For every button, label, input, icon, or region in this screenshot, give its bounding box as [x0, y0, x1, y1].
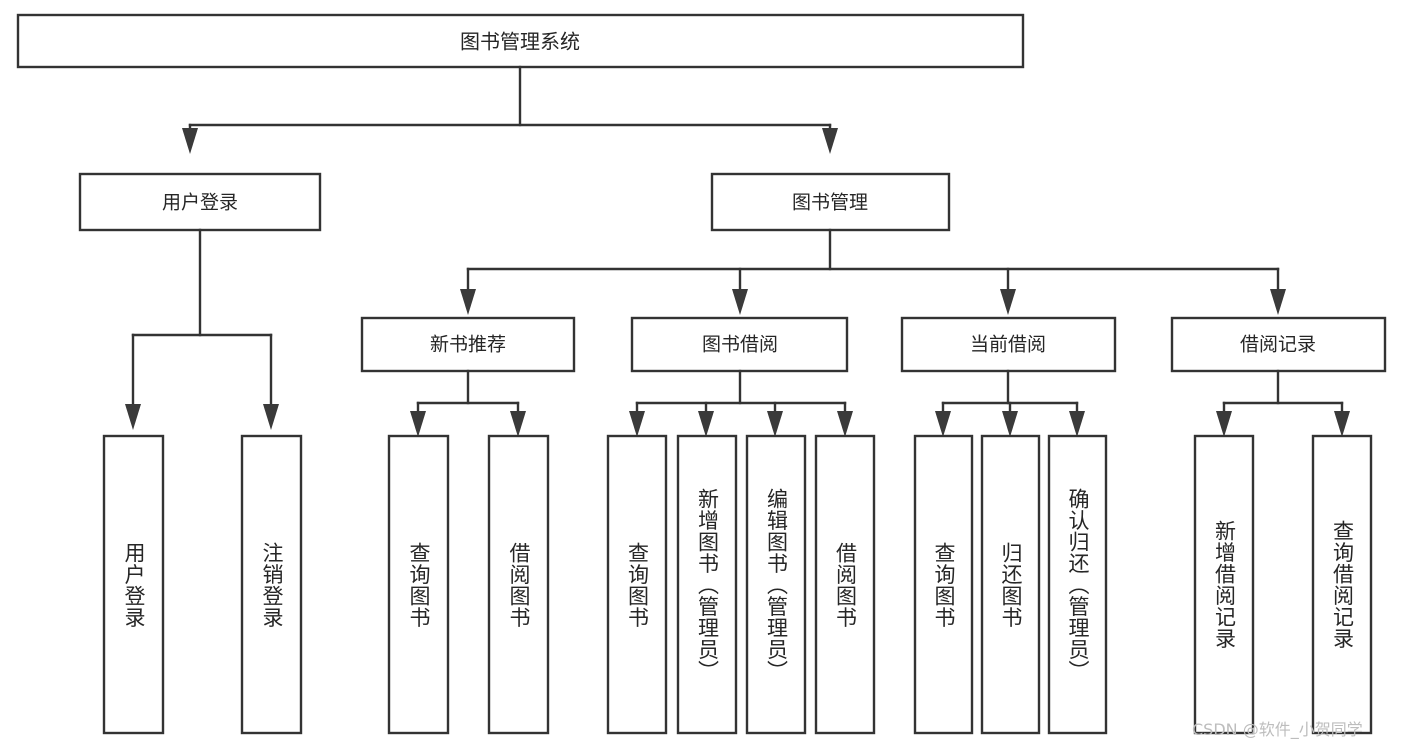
arrow-to-leaf-logout [263, 404, 279, 430]
arrow-to-borrow-record [1270, 289, 1286, 315]
node-leaf-query-book-1[interactable] [387, 434, 450, 735]
node-leaf-confirm-return[interactable] [1047, 434, 1108, 735]
arrow-to-leaf-query-book-2 [629, 411, 645, 437]
arrow-to-leaf-edit-book [767, 411, 783, 437]
arrow-to-leaf-borrow-book-1 [510, 411, 526, 437]
arrow-to-user-login [182, 128, 198, 154]
arrow-to-new-book-recommend [460, 289, 476, 315]
node-leaf-query-book-3[interactable] [913, 434, 974, 735]
node-borrow-record-label: 借阅记录 [1240, 334, 1316, 356]
node-new-book-recommend[interactable] [360, 316, 576, 373]
node-leaf-logout[interactable] [240, 434, 303, 735]
node-borrow-record[interactable] [1170, 316, 1387, 373]
arrow-to-leaf-query-book-3 [935, 411, 951, 437]
arrow-to-leaf-add-book [698, 411, 714, 437]
node-leaf-borrow-book-1[interactable] [487, 434, 550, 735]
node-leaf-borrow-book-2[interactable] [814, 434, 876, 735]
node-leaf-return-book[interactable] [980, 434, 1041, 735]
arrow-to-current-borrow [1000, 289, 1016, 315]
arrow-to-leaf-confirm-return [1069, 411, 1085, 437]
arrow-to-book-manage [822, 128, 838, 154]
arrow-to-leaf-return-book [1002, 411, 1018, 437]
node-book-borrow[interactable] [630, 316, 849, 373]
node-leaf-edit-book[interactable] [745, 434, 807, 735]
node-root[interactable] [16, 13, 1025, 69]
node-current-borrow-label: 当前借阅 [970, 334, 1046, 356]
node-current-borrow[interactable] [900, 316, 1117, 373]
node-leaf-query-record[interactable] [1311, 434, 1373, 735]
node-root-label: 图书管理系统 [460, 30, 580, 54]
node-user-login-label: 用户登录 [162, 192, 238, 214]
node-leaf-query-book-2[interactable] [606, 434, 668, 735]
arrow-to-leaf-query-record [1334, 411, 1350, 437]
node-leaf-user-login[interactable] [102, 434, 165, 735]
arrow-to-book-borrow [732, 289, 748, 315]
node-leaf-add-record[interactable] [1193, 434, 1255, 735]
arrow-to-leaf-add-record [1216, 411, 1232, 437]
node-book-manage[interactable] [710, 172, 951, 232]
node-book-manage-label: 图书管理 [792, 192, 868, 214]
node-book-borrow-label: 图书借阅 [702, 334, 778, 356]
arrow-to-leaf-borrow-book-2 [837, 411, 853, 437]
arrow-to-leaf-query-book-1 [410, 411, 426, 437]
node-leaf-add-book[interactable] [676, 434, 738, 735]
node-new-book-recommend-label: 新书推荐 [430, 334, 506, 356]
arrow-to-leaf-user-login [125, 404, 141, 430]
